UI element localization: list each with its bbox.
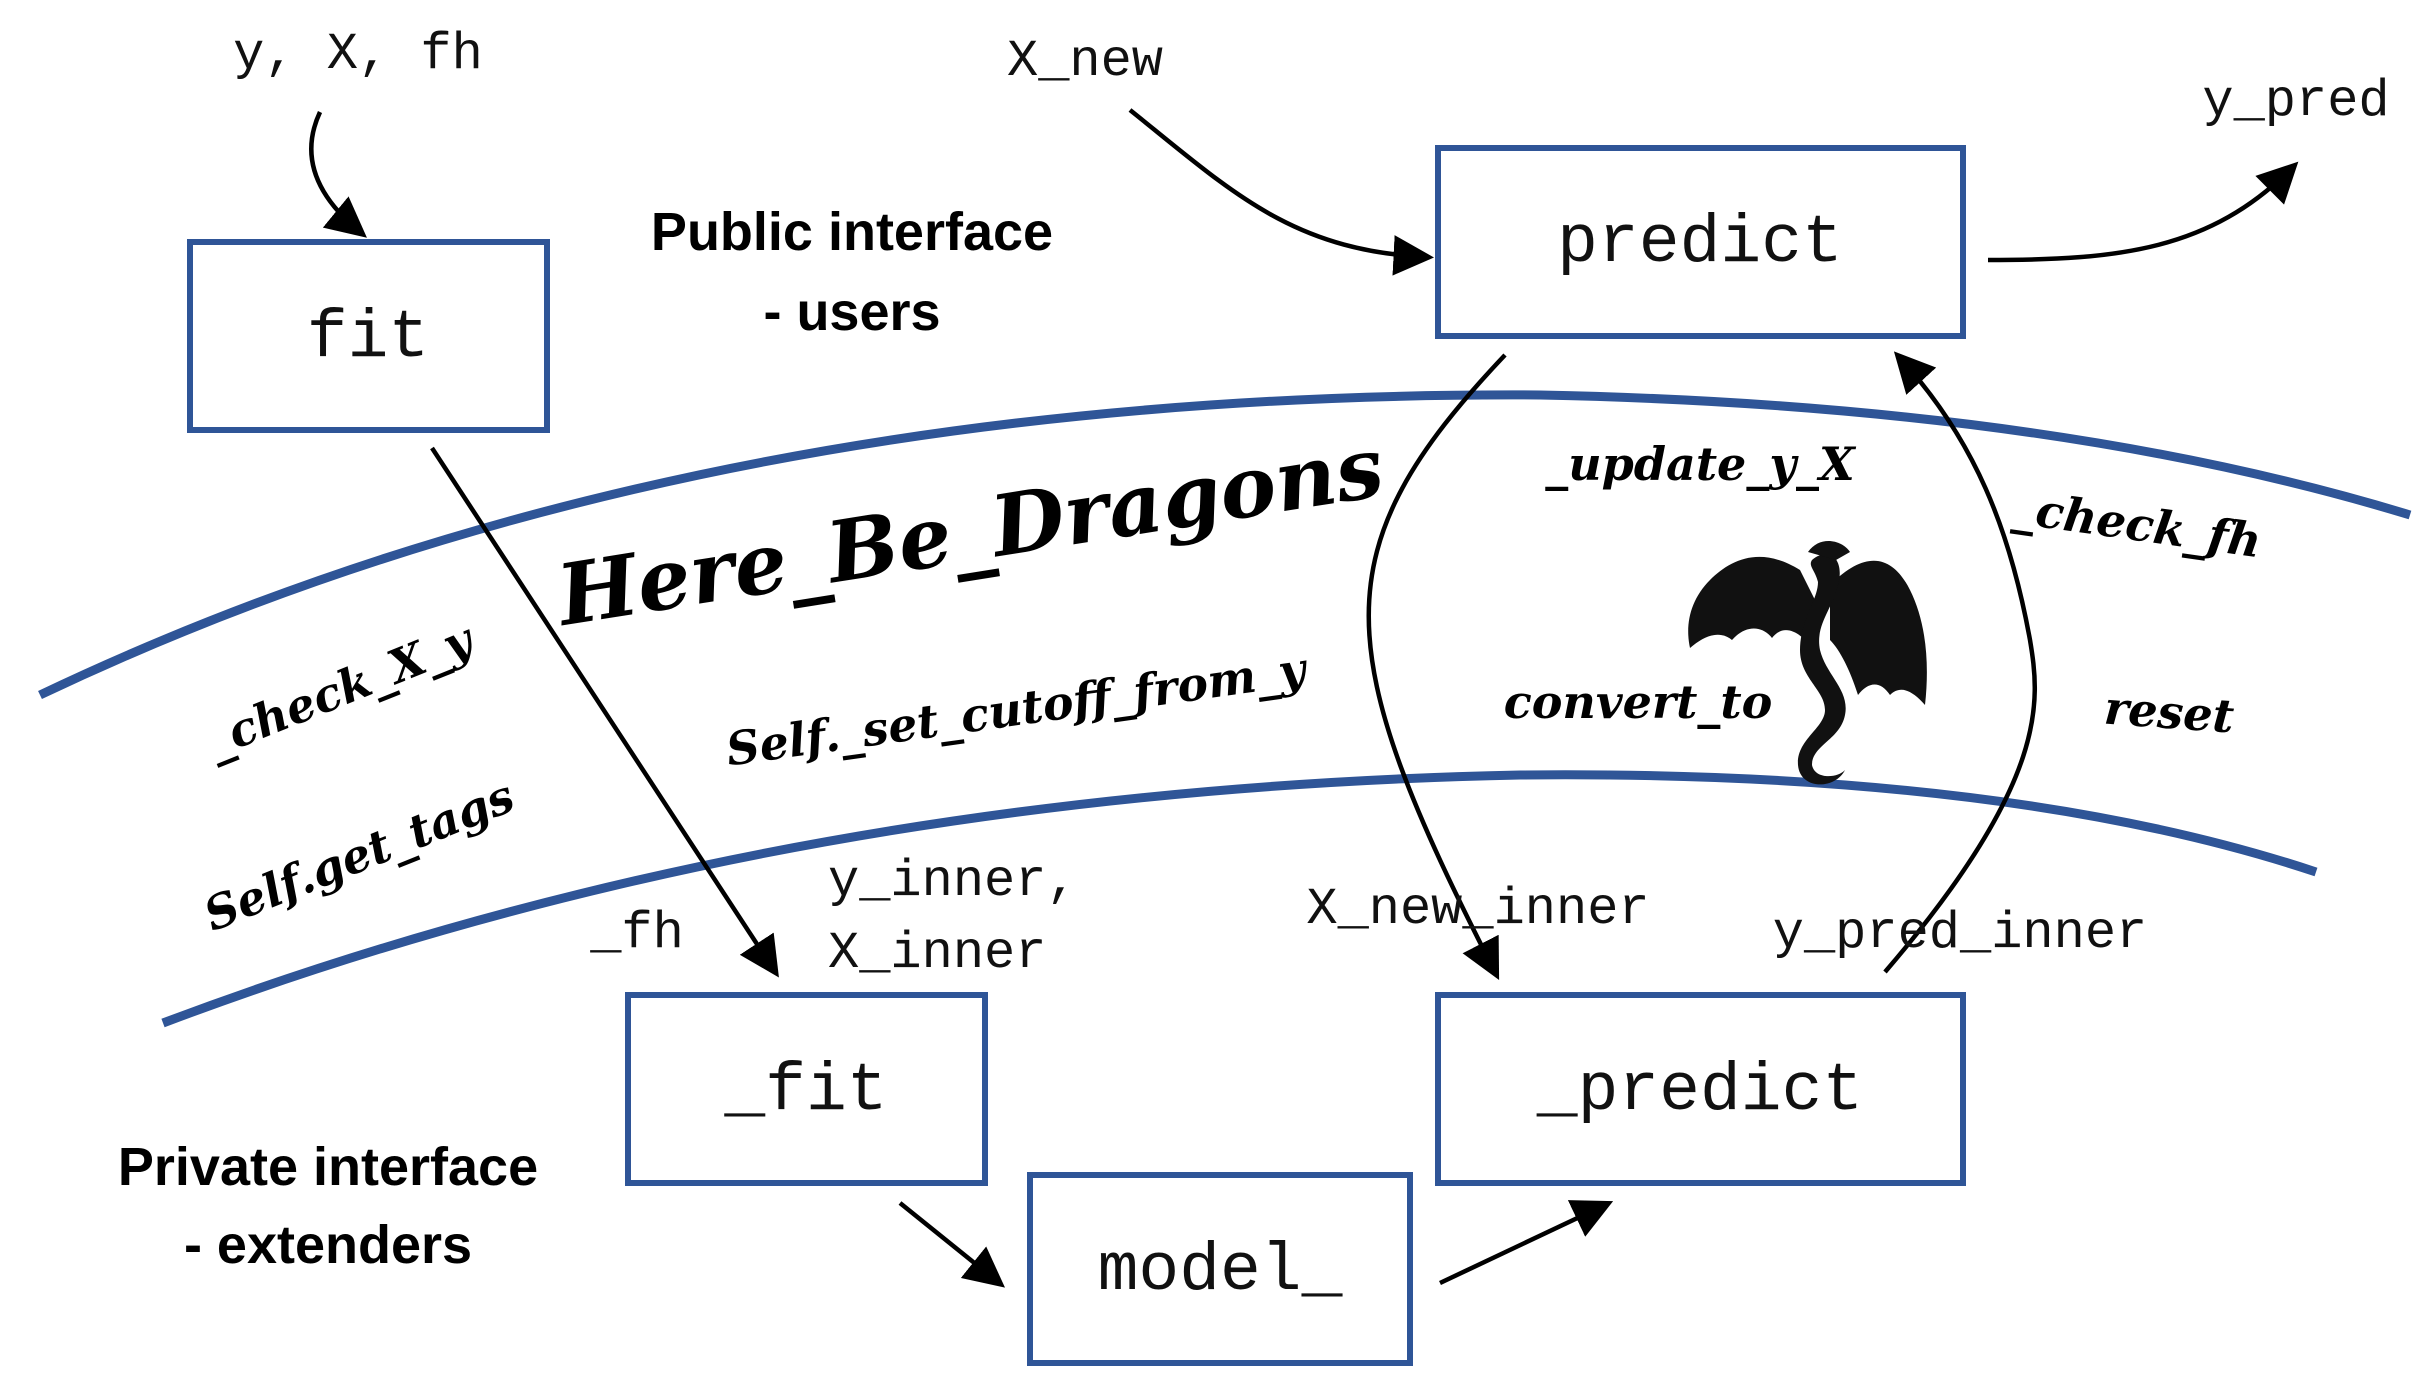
check-x-y-label: _check_X_y — [198, 611, 483, 768]
fit-inputs-label: y, X, fh — [233, 25, 483, 84]
public-interface-title: Public interface — [651, 202, 1053, 262]
arrow-private-fit-to-model — [898, 1201, 1006, 1288]
x-new-inner-label: X_new_inner — [1306, 880, 1649, 939]
fit-box: fit — [187, 239, 550, 433]
arrow-fit-to-private-fit — [430, 446, 779, 978]
check-fh-label: _check_fh — [2010, 480, 2265, 568]
arrow-inputs-to-fit — [309, 111, 367, 238]
here-be-dragons-title: Here_Be_Dragons — [549, 417, 1390, 645]
predict-box: predict — [1435, 145, 1966, 339]
y-pred-inner-label: y_pred_inner — [1773, 904, 2147, 963]
arrow-predict-to-ypred — [1987, 161, 2299, 263]
set-cutoff-label: Self._set_cutoff_from_y — [723, 641, 1312, 776]
model-box: model_ — [1027, 1172, 1413, 1366]
y-pred-label: y_pred — [2202, 72, 2389, 131]
lower-boundary-curve — [161, 770, 2318, 1028]
private-interface-subtitle: - extenders — [184, 1215, 472, 1275]
arrow-xnew-to-predict — [1128, 108, 1434, 276]
y-inner-label: y_inner, — [828, 852, 1078, 911]
self-get-tags-label: Self.get_tags — [196, 769, 521, 942]
update-y-x-label: _update_y_X — [1545, 437, 1857, 491]
arrow-private-predict-to-predict — [1883, 351, 2038, 974]
dragon-silhouette-icon — [1688, 541, 1927, 785]
upper-boundary-curve — [38, 390, 2412, 700]
model-label: model_ — [1098, 1233, 1343, 1310]
fh-inner-label: _fh — [589, 904, 684, 963]
public-interface-subtitle: - users — [763, 282, 940, 342]
predict-label: predict — [1557, 205, 1843, 282]
fit-label: fit — [307, 300, 429, 377]
arrow-predict-to-private-predict — [1366, 353, 1507, 981]
arrow-model-to-private-predict — [1439, 1200, 1614, 1286]
x-inner-label: X_inner — [828, 924, 1046, 983]
private-interface-title: Private interface — [118, 1137, 538, 1197]
private-predict-label: _predict — [1536, 1053, 1863, 1130]
private-fit-label: _fit — [723, 1053, 887, 1130]
convert-to-label: convert_to — [1504, 675, 1773, 729]
x-new-label: X_new — [1007, 32, 1163, 91]
private-predict-box: _predict — [1435, 992, 1966, 1186]
reset-label: reset — [2102, 681, 2235, 744]
private-fit-box: _fit — [625, 992, 988, 1186]
